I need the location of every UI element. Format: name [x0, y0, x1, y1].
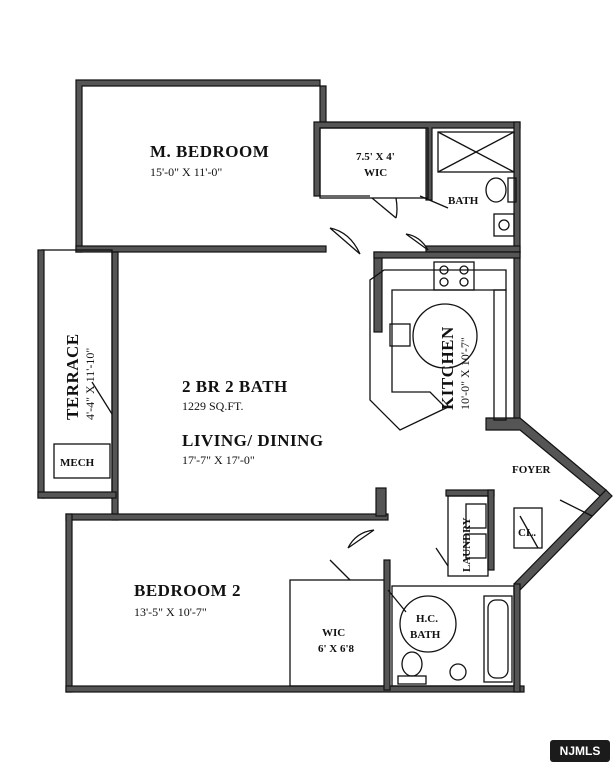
doors	[91, 195, 593, 613]
master-bedroom-dims: 15'-0" X 11'-0"	[150, 165, 222, 179]
interior-walls	[53, 127, 521, 691]
master-bath-name: BATH	[448, 195, 479, 207]
exterior-walls	[37, 79, 613, 693]
kitchen-dims: 10'-0" X 10'-7"	[458, 337, 472, 410]
bedroom2-name: BEDROOM 2	[134, 581, 241, 600]
master-wic-name: WIC	[364, 167, 387, 179]
fixtures	[369, 177, 543, 685]
bedroom2-wic-name: WIC	[322, 627, 345, 639]
living-dining-dims: 17'-7" X 17'-0"	[182, 453, 255, 467]
kitchen-name: KITCHEN	[438, 326, 457, 410]
unit-area: 1229 SQ.FT.	[182, 399, 243, 413]
foyer-name: FOYER	[512, 464, 552, 476]
laundry-name: LAUNDRY	[461, 517, 473, 572]
njmls-logo: NJMLS	[550, 740, 610, 762]
mech-name: MECH	[60, 457, 95, 469]
living-dining-name: LIVING/ DINING	[182, 431, 324, 450]
terrace-dims: 4'-4" X 11'-10"	[83, 348, 97, 420]
bedroom2-dims: 13'-5" X 10'-7"	[134, 605, 207, 619]
hc-bath-line1: H.C.	[416, 613, 438, 625]
closet-name: CL.	[518, 527, 536, 539]
hc-bath-line2: BATH	[410, 629, 441, 641]
bedroom2-wic-size: 6' X 6'8	[318, 643, 355, 655]
master-bedroom-name: M. BEDROOM	[150, 142, 269, 161]
unit-type: 2 BR 2 BATH	[182, 377, 288, 396]
master-wic-size: 7.5' X 4'	[356, 151, 395, 163]
room-labels: M. BEDROOM 15'-0" X 11'-0" 7.5' X 4' WIC…	[60, 142, 552, 655]
terrace-name: TERRACE	[63, 333, 82, 420]
